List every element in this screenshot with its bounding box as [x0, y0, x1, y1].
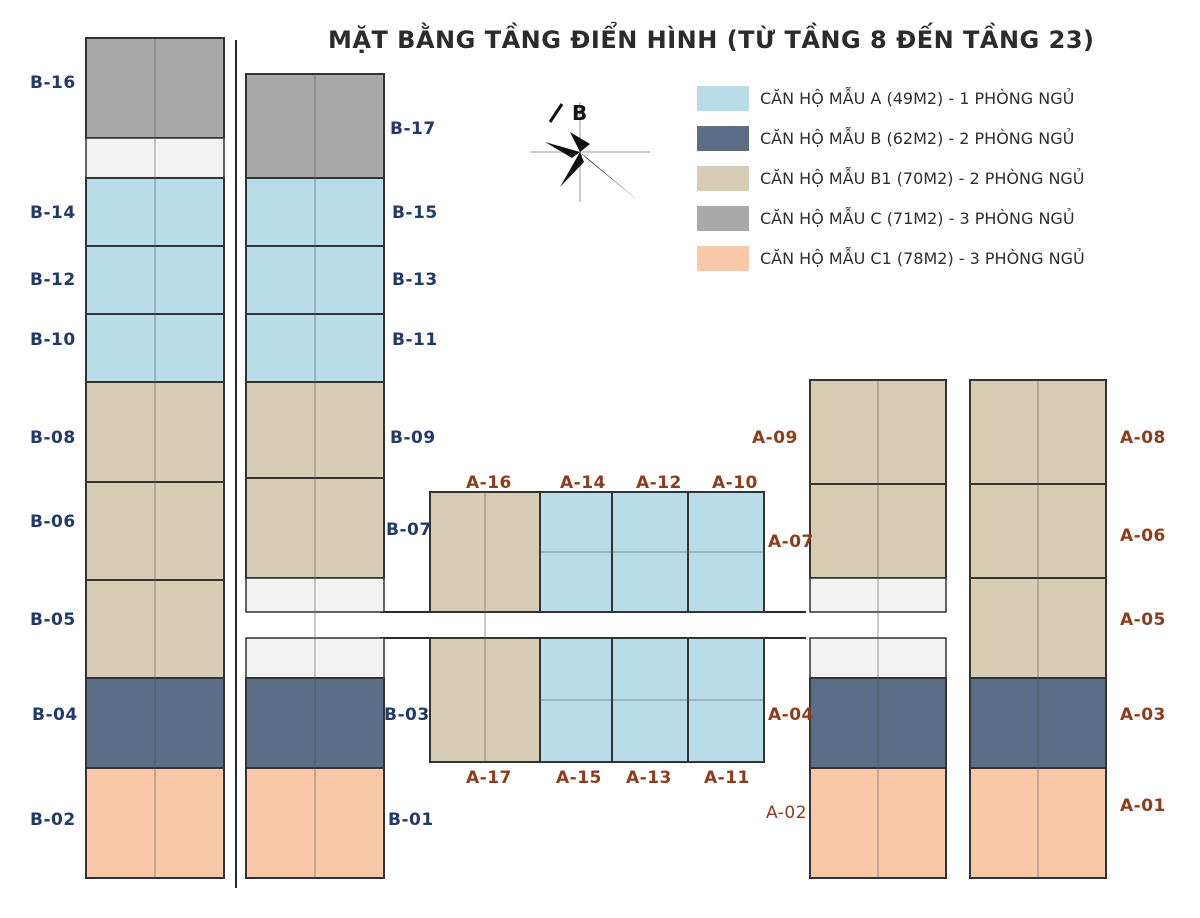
label-a03: A-03	[1120, 705, 1166, 725]
compass-north-letter: B	[572, 101, 587, 125]
label-b07: B-07	[386, 520, 432, 540]
legend-item-b1: CĂN HỘ MẪU B1 (70M2) - 2 PHÒNG NGỦ	[697, 166, 1157, 194]
label-a12: A-12	[636, 473, 682, 493]
label-a08: A-08	[1120, 428, 1166, 448]
label-a06: A-06	[1120, 526, 1166, 546]
legend-label-b1: CĂN HỘ MẪU B1 (70M2) - 2 PHÒNG NGỦ	[760, 169, 1085, 188]
label-b01: B-01	[388, 810, 434, 830]
legend-item-a: CĂN HỘ MẪU A (49M2) - 1 PHÒNG NGỦ	[697, 86, 1157, 114]
label-b15: B-15	[392, 203, 438, 223]
label-b08: B-08	[30, 428, 76, 448]
label-a13: A-13	[626, 768, 672, 788]
label-a15: A-15	[556, 768, 602, 788]
label-b04: B-04	[32, 705, 78, 725]
label-a05: A-05	[1120, 610, 1166, 630]
label-b10: B-10	[30, 330, 76, 350]
legend-item-b: CĂN HỘ MẪU B (62M2) - 2 PHÒNG NGỦ	[697, 126, 1157, 154]
label-a02: A-02	[766, 803, 808, 823]
label-a09: A-09	[752, 428, 798, 448]
legend-label-c: CĂN HỘ MẪU C (71M2) - 3 PHÒNG NGỦ	[760, 209, 1075, 228]
legend-item-c: CĂN HỘ MẪU C (71M2) - 3 PHÒNG NGỦ	[697, 206, 1157, 234]
legend-swatch-c1	[697, 246, 749, 271]
label-b13: B-13	[392, 270, 438, 290]
label-a01: A-01	[1120, 796, 1166, 816]
label-b16: B-16	[30, 73, 76, 93]
page-title: MẶT BẰNG TẦNG ĐIỂN HÌNH (TỪ TẦNG 8 ĐẾN T…	[328, 26, 1095, 54]
label-a07: A-07	[768, 532, 814, 552]
label-a11: A-11	[704, 768, 750, 788]
label-b03: B-03	[384, 705, 430, 725]
legend-swatch-c	[697, 206, 749, 231]
label-b09: B-09	[390, 428, 436, 448]
label-b17: B-17	[390, 119, 436, 139]
legend-label-a: CĂN HỘ MẪU A (49M2) - 1 PHÒNG NGỦ	[760, 89, 1075, 108]
central-block	[429, 491, 765, 763]
legend-swatch-b1	[697, 166, 749, 191]
label-a17: A-17	[466, 768, 512, 788]
label-b11: B-11	[392, 330, 438, 350]
legend-swatch-b	[697, 126, 749, 151]
legend-item-c1: CĂN HỘ MẪU C1 (78M2) - 3 PHÒNG NGỦ	[697, 246, 1157, 274]
legend-label-b: CĂN HỘ MẪU B (62M2) - 2 PHÒNG NGỦ	[760, 129, 1075, 148]
label-a14: A-14	[560, 473, 606, 493]
legend-label-c1: CĂN HỘ MẪU C1 (78M2) - 3 PHÒNG NGỦ	[760, 249, 1085, 268]
label-b12: B-12	[30, 270, 76, 290]
legend-swatch-a	[697, 86, 749, 111]
label-a10: A-10	[712, 473, 758, 493]
label-b14: B-14	[30, 203, 76, 223]
label-a16: A-16	[466, 473, 512, 493]
label-b06: B-06	[30, 512, 76, 532]
compass-icon: B	[530, 101, 650, 202]
label-a04: A-04	[768, 705, 814, 725]
label-b05: B-05	[30, 610, 76, 630]
label-b02: B-02	[30, 810, 76, 830]
